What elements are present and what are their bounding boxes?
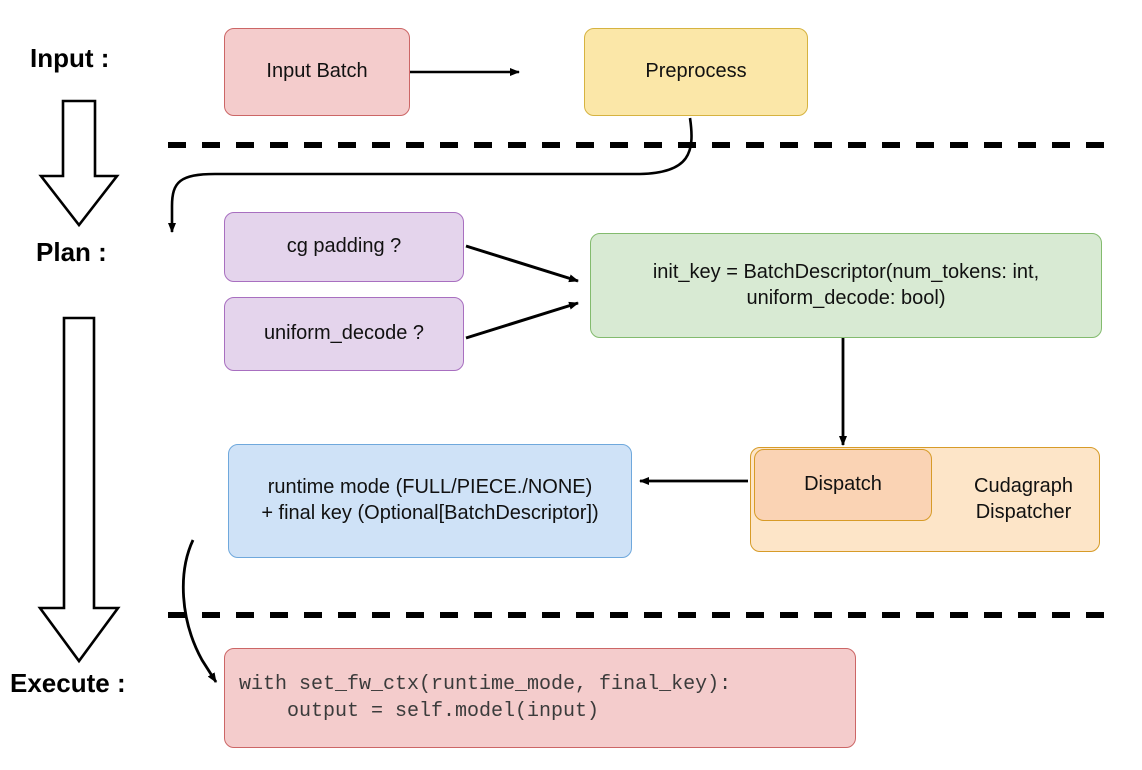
node-dispatch[interactable]: Dispatch — [754, 449, 932, 521]
stage-label-input: Input : — [30, 43, 110, 73]
plan-to-execute-block-arrow — [37, 316, 121, 664]
node-execute-code[interactable]: with set_fw_ctx(runtime_mode, final_key)… — [224, 648, 856, 748]
runtime-mode-to-execute-code-arrow — [181, 539, 218, 683]
node-input-batch[interactable]: Input Batch — [224, 28, 410, 116]
stage-label-plan: Plan : — [36, 237, 107, 267]
stage-label-execute: Execute : — [10, 668, 126, 698]
uniform-decode-to-init-key-arrow — [465, 301, 579, 340]
node-runtime-mode[interactable]: runtime mode (FULL/PIECE./NONE) + final … — [228, 444, 632, 558]
node-init-key[interactable]: init_key = BatchDescriptor(num_tokens: i… — [590, 233, 1102, 338]
cg-padding-to-init-key-arrow — [465, 244, 579, 283]
preprocess-to-cg-padding-arrow — [168, 117, 693, 233]
node-cg-padding[interactable]: cg padding ? — [224, 212, 464, 282]
node-preprocess[interactable]: Preprocess — [584, 28, 808, 116]
input-to-plan-block-arrow — [38, 99, 120, 228]
node-uniform-decode[interactable]: uniform_decode ? — [224, 297, 464, 371]
